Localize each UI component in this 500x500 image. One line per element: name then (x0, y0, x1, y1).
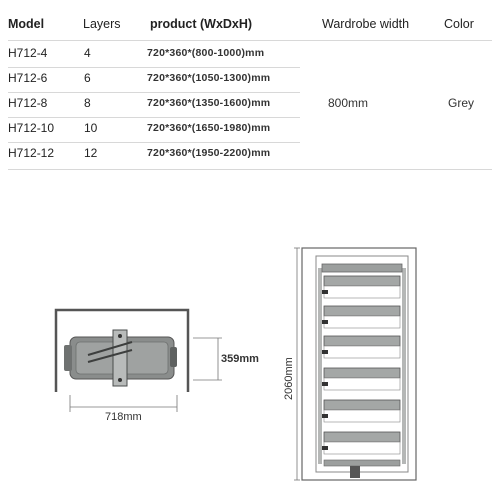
top-mechanism (321, 263, 403, 273)
row-2-layers: 6 (84, 71, 91, 85)
left-end-cap (64, 345, 72, 371)
front-view-drawing: 2060mm (283, 247, 417, 481)
row-1-product: 720*360*(800-1000)mm (147, 47, 265, 59)
basket-layer (322, 275, 401, 299)
cabinet-outline (54, 308, 190, 392)
depth-label: 359mm (221, 353, 259, 365)
header-wardrobe-width: Wardrobe width (322, 17, 410, 31)
header-layers: Layers (83, 17, 121, 31)
mechanism-arm (87, 341, 133, 356)
row-5-layers: 12 (84, 146, 98, 160)
wardrobe-frame-inner (315, 255, 409, 473)
row-1-layers: 4 (84, 46, 91, 60)
center-mechanism (112, 329, 128, 387)
row-3-layers: 8 (84, 96, 91, 110)
height-label: 2060mm (283, 357, 295, 400)
header-product: product (WxDxH) (150, 17, 253, 31)
bottom-base (323, 459, 401, 467)
header-color: Color (444, 17, 474, 31)
row-4-product: 720*360*(1650-1980)mm (147, 122, 271, 134)
mechanism-pivot (118, 334, 122, 338)
row-divider (8, 142, 300, 143)
row-3-model: H712-8 (8, 96, 48, 110)
top-view-drawing: 359mm 718mm (54, 308, 259, 423)
row-1-model: H712-4 (8, 46, 48, 60)
row-5-product: 720*360*(1950-2200)mm (147, 147, 271, 159)
color-value: Grey (448, 96, 475, 110)
basket-stack (322, 275, 401, 455)
table-bottom-border (8, 169, 492, 170)
mechanism-arm (87, 349, 133, 363)
row-divider (8, 67, 300, 68)
basket-layer (322, 335, 401, 359)
row-divider (8, 92, 300, 93)
row-divider (8, 117, 300, 118)
spec-table: Model Layers product (WxDxH) Wardrobe wi… (0, 0, 500, 180)
width-label: 718mm (105, 411, 142, 423)
left-rail (318, 268, 322, 464)
right-end-cap (170, 347, 177, 367)
row-3-product: 720*360*(1350-1600)mm (147, 97, 271, 109)
mechanism-pivot (118, 378, 122, 382)
row-4-layers: 10 (84, 121, 98, 135)
row-2-product: 720*360*(1050-1300)mm (147, 72, 271, 84)
pull-handle (350, 466, 360, 478)
wardrobe-frame-outer (301, 247, 417, 481)
basket-layer (322, 431, 401, 455)
right-rail (402, 268, 406, 464)
header-model: Model (8, 17, 45, 31)
row-4-model: H712-10 (8, 121, 55, 135)
header-divider (8, 40, 492, 41)
wardrobe-width-value: 800mm (328, 96, 369, 110)
row-2-model: H712-6 (8, 71, 48, 85)
basket-layer (322, 367, 401, 391)
basket-layer (322, 305, 401, 329)
basket-layer (322, 399, 401, 423)
row-5-model: H712-12 (8, 146, 55, 160)
